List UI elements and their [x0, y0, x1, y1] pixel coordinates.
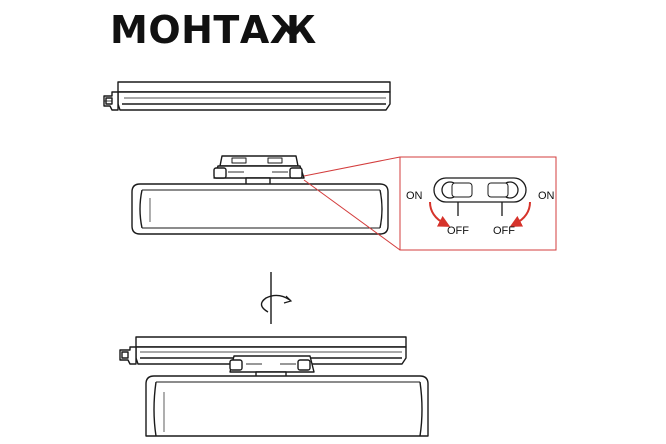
switch-callout: [303, 156, 557, 251]
label-off-left: OFF: [447, 225, 469, 237]
assembled-luminaire: [145, 375, 429, 437]
rotation-arrow-icon: [260, 272, 293, 324]
switch-direction-arrows: [429, 201, 531, 227]
label-on-right: ON: [538, 190, 555, 202]
track-rail-top: [103, 81, 391, 111]
label-on-left: ON: [406, 190, 423, 202]
dip-switch-detail: [433, 177, 527, 216]
label-off-right: OFF: [493, 225, 515, 237]
assembled-adapter: [229, 355, 315, 379]
luminaire-with-adapter: [131, 155, 389, 235]
page-title: МОНТАЖ: [110, 8, 317, 52]
